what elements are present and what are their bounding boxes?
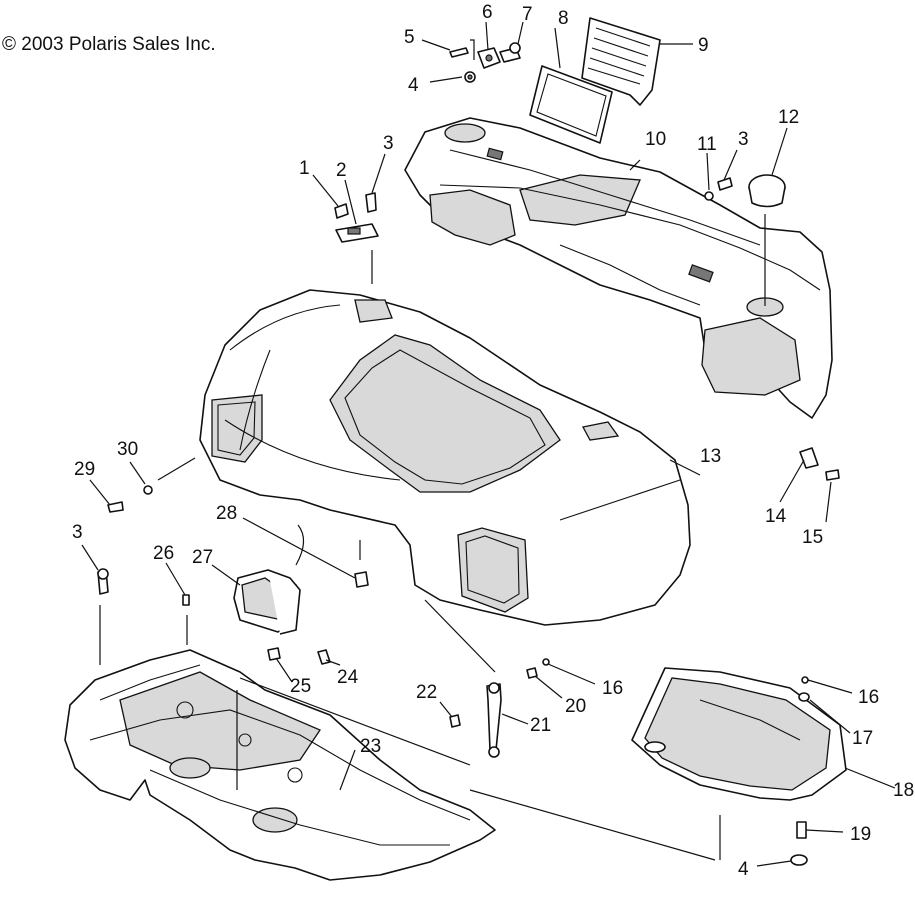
callout-30: 30 — [117, 439, 138, 460]
callout-labels: 1 2 3 3 3 4 4 5 6 7 8 9 10 11 12 13 14 1… — [72, 2, 914, 880]
hardware-tray-16-17-19-4 — [469, 676, 810, 866]
front-hood-part-13 — [199, 289, 691, 626]
callout-24: 24 — [337, 667, 359, 688]
callout-12: 12 — [778, 107, 799, 128]
callout-28: 28 — [216, 503, 237, 524]
hardware-right-14-15 — [799, 447, 840, 481]
callout-2: 2 — [336, 160, 347, 181]
headlight-part-27 — [233, 569, 301, 635]
callout-6: 6 — [482, 2, 493, 23]
hardware-top-5-6-7-4 — [449, 39, 521, 83]
callout-4-bottom: 4 — [738, 859, 749, 880]
callout-10: 10 — [645, 129, 666, 150]
callout-20: 20 — [565, 696, 586, 717]
storage-tray-part-18 — [631, 667, 847, 801]
callout-22: 22 — [416, 682, 437, 703]
callout-15: 15 — [802, 527, 823, 548]
hardware-hood-1-2-3 — [334, 192, 379, 284]
callout-7: 7 — [522, 4, 533, 25]
grille-part-9 — [581, 17, 661, 106]
callout-18: 18 — [893, 780, 914, 801]
floor-panel-part-23 — [64, 599, 496, 881]
callout-3-rack: 3 — [738, 129, 749, 150]
callout-16-center: 16 — [602, 678, 623, 699]
callout-16-right: 16 — [858, 687, 879, 708]
rear-panel-part-10 — [404, 117, 833, 419]
callout-4-top: 4 — [408, 75, 419, 96]
callout-17: 17 — [852, 728, 873, 749]
callout-1: 1 — [299, 158, 310, 179]
callout-8: 8 — [558, 8, 569, 29]
hardware-24-25-28 — [267, 524, 369, 665]
callout-14: 14 — [765, 506, 787, 527]
callout-23: 23 — [360, 736, 381, 757]
callout-27: 27 — [192, 547, 213, 568]
callout-leader-lines — [81, 21, 896, 867]
hardware-left-29-30-3-26 — [97, 457, 196, 665]
callout-29: 29 — [74, 459, 95, 480]
hardware-center-20-21-22-16 — [449, 658, 550, 758]
callout-26: 26 — [153, 543, 174, 564]
callout-9: 9 — [698, 35, 709, 56]
copyright-notice: © 2003 Polaris Sales Inc. — [2, 34, 216, 55]
callout-21: 21 — [530, 715, 551, 736]
callout-11: 11 — [697, 134, 717, 155]
callout-3-hood: 3 — [383, 133, 394, 154]
callout-5: 5 — [404, 27, 415, 48]
hardware-right-11-3-12 — [704, 174, 786, 306]
callout-25: 25 — [290, 676, 311, 697]
callout-13: 13 — [700, 446, 721, 467]
callout-3-floor: 3 — [72, 522, 83, 543]
callout-19: 19 — [850, 824, 871, 845]
rear-cover-gasket-part-8 — [529, 65, 613, 144]
